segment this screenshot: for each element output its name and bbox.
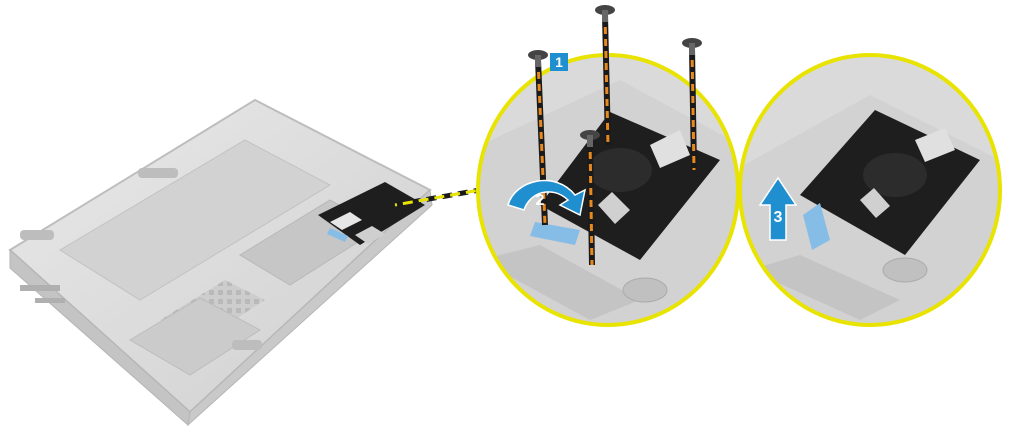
screw-icon bbox=[682, 38, 702, 55]
side-ports bbox=[35, 298, 65, 303]
screw-icon bbox=[528, 50, 548, 67]
pull-tab bbox=[803, 203, 830, 250]
up-arrow-icon: 3 bbox=[758, 176, 798, 241]
side-ports bbox=[20, 285, 60, 291]
callout-circle-step-3: 3 bbox=[738, 53, 1002, 327]
screw-paths bbox=[535, 14, 697, 266]
rubber-foot bbox=[232, 340, 262, 350]
screw-icon bbox=[595, 5, 615, 22]
step-2-label: 2 bbox=[536, 192, 545, 209]
step-1-badge: 1 bbox=[550, 53, 568, 71]
rubber-foot bbox=[138, 168, 178, 178]
hard-drive-small bbox=[318, 182, 425, 245]
screw-icon bbox=[580, 130, 600, 147]
rubber-foot bbox=[20, 230, 54, 240]
step-1-label: 1 bbox=[555, 54, 563, 70]
laptop-base bbox=[8, 98, 433, 427]
callout-circle-steps-1-2: 1 2 bbox=[476, 5, 740, 327]
pull-tab bbox=[530, 222, 580, 245]
step-3-label: 3 bbox=[774, 209, 783, 226]
pull-tab bbox=[327, 228, 348, 242]
callout-leader bbox=[394, 187, 481, 208]
curved-arrow-icon: 2 bbox=[507, 179, 587, 217]
